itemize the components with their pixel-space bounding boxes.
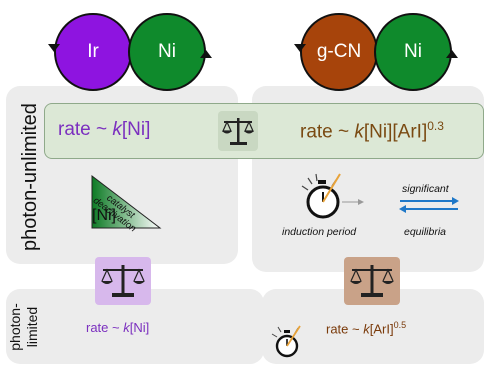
ni-label-left: Ni — [158, 41, 176, 62]
scale-icon — [222, 118, 254, 145]
ni-label-right: Ni — [404, 41, 422, 62]
rate-right-unlimited: rate ~ k[Ni][ArI]0.3 — [300, 119, 444, 143]
rate-left-limited: rate ~ k[Ni] — [86, 320, 150, 335]
photon-unlimited-label: photon-unlimited — [19, 103, 41, 251]
equilibria-label: equilibria — [404, 226, 447, 238]
purple-scale-box — [95, 257, 151, 305]
ni-species-label: [Ni] — [92, 207, 116, 224]
scale-icon-brown — [350, 265, 394, 297]
scale-icon-purple — [101, 265, 145, 297]
photon-unlimited-band — [44, 103, 484, 159]
scale-icon-box — [218, 111, 258, 151]
ir-circle: Ir — [54, 13, 132, 91]
ir-label: Ir — [87, 41, 99, 62]
small-stopwatch-icon — [271, 325, 301, 358]
rate-right-limited: rate ~ k[ArI]0.5 — [326, 320, 407, 337]
deactivation-triangle — [91, 174, 162, 229]
cycle-arrows-icon — [48, 44, 458, 58]
photon-limited-label: photon- limited — [7, 303, 40, 351]
brown-scale-box — [344, 257, 400, 305]
induction-period-label: induction period — [282, 226, 357, 238]
equilibrium-arrows-icon — [399, 197, 459, 213]
significant-label: significant — [402, 183, 449, 195]
rate-left-unlimited: rate ~ k[Ni] — [58, 119, 151, 140]
gcn-label: g-CN — [316, 41, 362, 62]
ni-circle-right: Ni — [374, 13, 452, 91]
stopwatch-icon — [301, 173, 364, 219]
